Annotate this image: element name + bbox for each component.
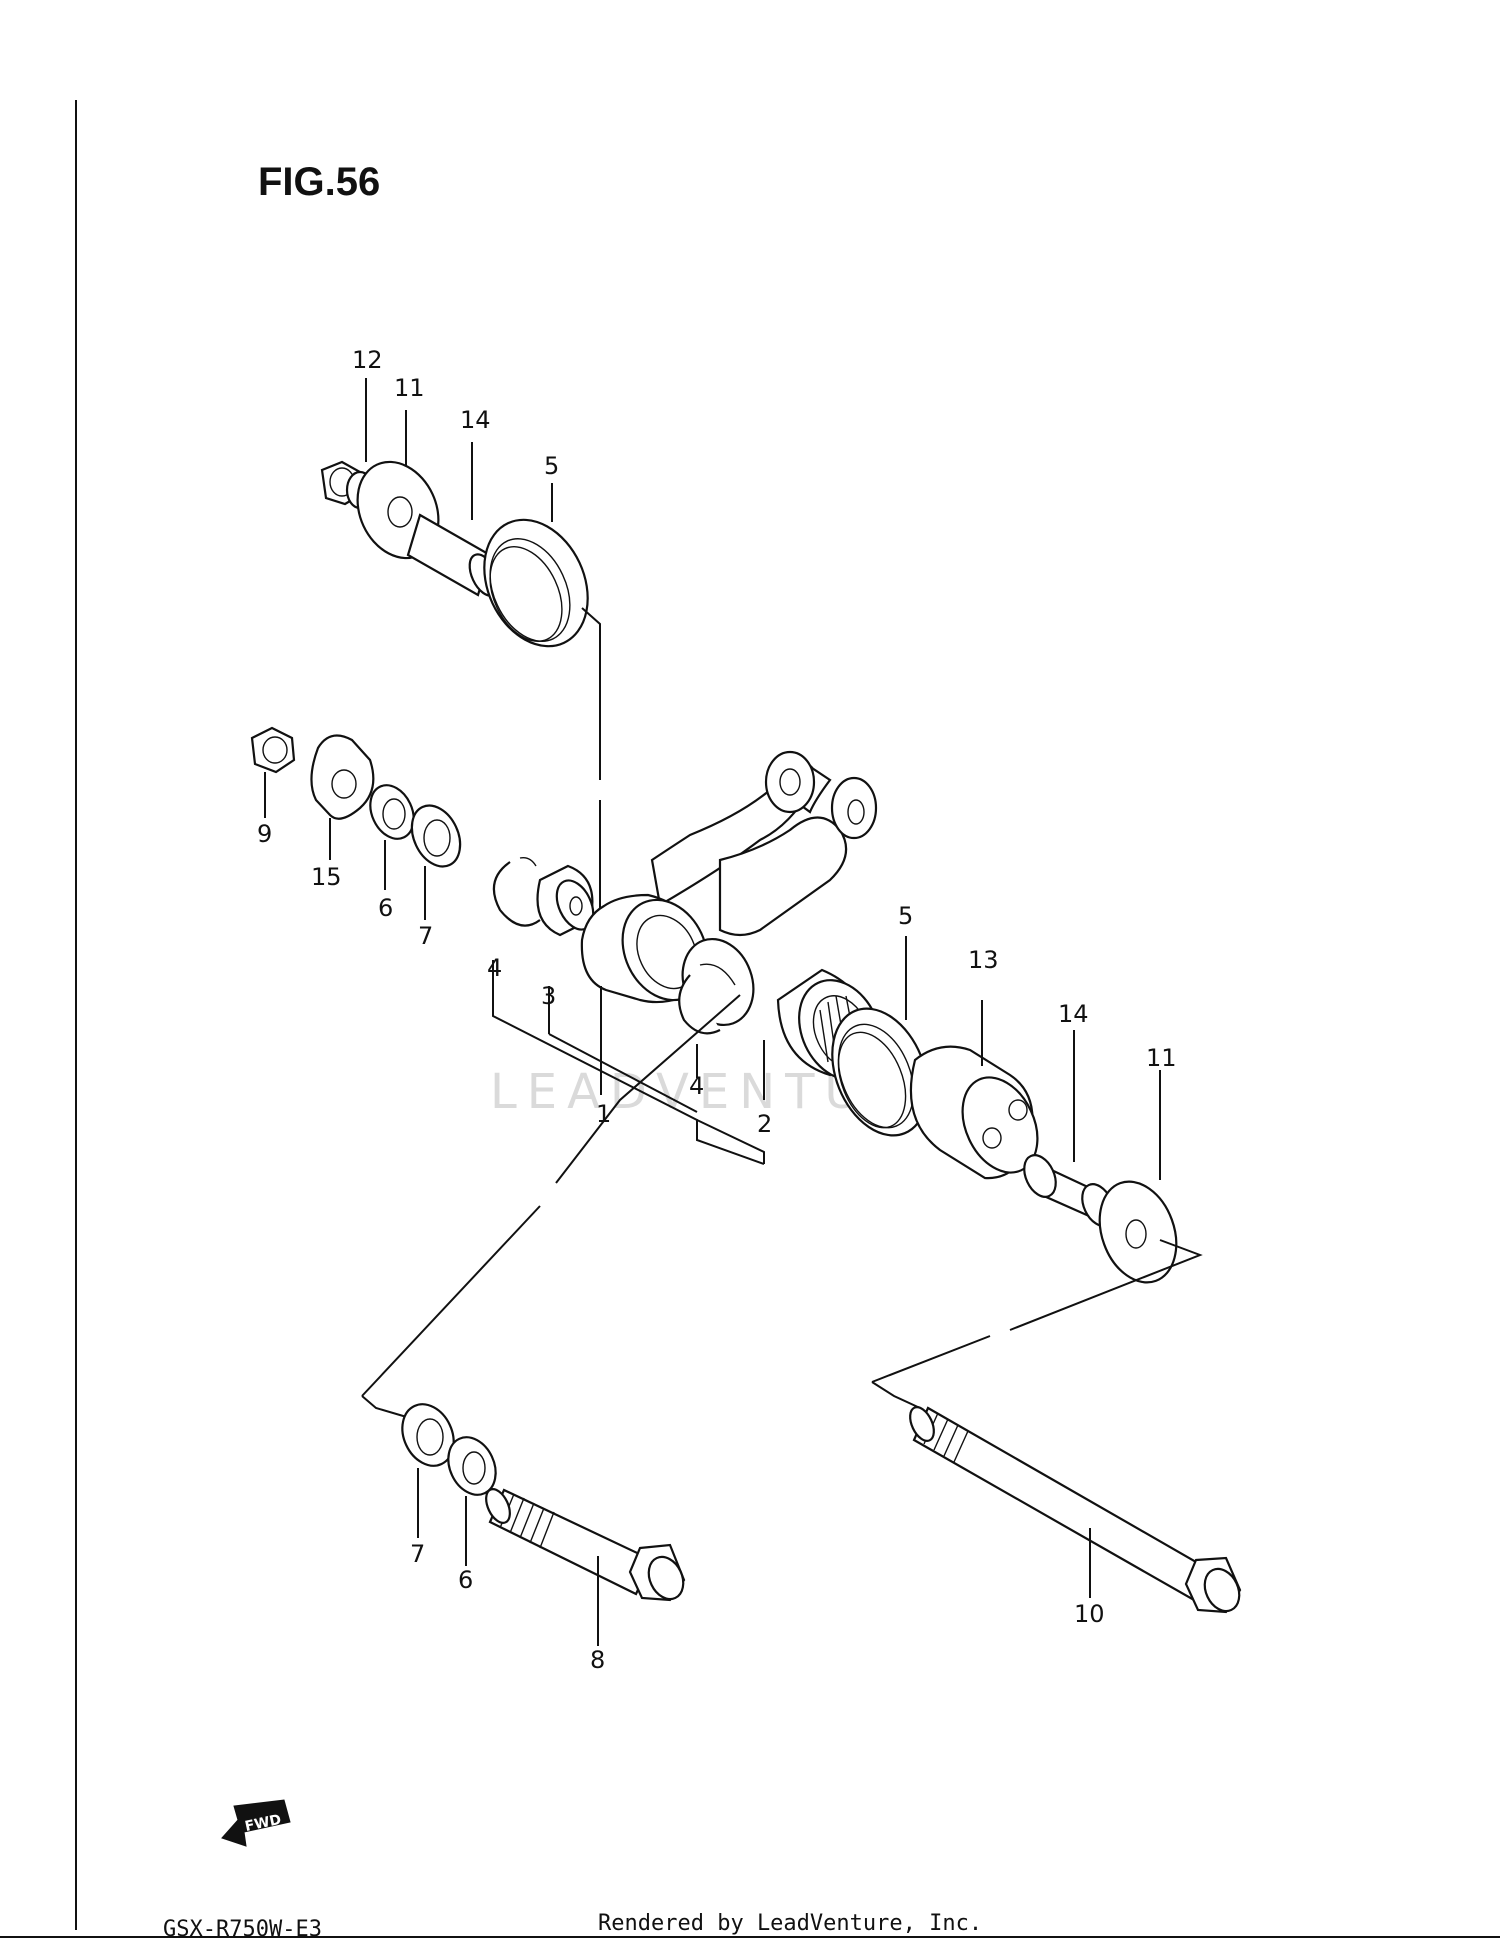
- label-part-2: 2: [757, 1110, 772, 1138]
- label-part-7-upper: 7: [418, 922, 433, 950]
- label-part-6-lower: 6: [458, 1566, 473, 1594]
- label-part-1: 1: [596, 1100, 611, 1128]
- label-part-6-upper: 6: [378, 894, 393, 922]
- bolt-10-icon: [909, 1406, 1242, 1614]
- fwd-arrow-icon: FWD: [221, 1799, 291, 1847]
- circlip-4-inner-icon: [678, 963, 736, 1035]
- part-labels: 12 11 14 5 9 15 6 7 4 3 1 4 2 5 13 14 11…: [257, 346, 1177, 1674]
- bolt-8-icon: [485, 1488, 686, 1602]
- cushion-lever-1-icon: [580, 750, 878, 1027]
- label-part-9: 9: [257, 820, 272, 848]
- label-part-3: 3: [541, 982, 556, 1010]
- label-part-5-right: 5: [898, 902, 913, 930]
- label-part-4-inner: 4: [689, 1072, 704, 1100]
- label-part-13: 13: [968, 946, 999, 974]
- label-part-14-upper: 14: [460, 406, 491, 434]
- washer-7-upper-icon: [410, 804, 462, 868]
- bearing-3-icon: [536, 864, 595, 937]
- label-part-5-upper: 5: [544, 452, 559, 480]
- label-part-11-right: 11: [1146, 1044, 1177, 1072]
- label-part-8: 8: [590, 1646, 605, 1674]
- washer-11-right-icon: [1098, 1180, 1178, 1284]
- label-part-14-right: 14: [1058, 1000, 1089, 1028]
- washer-7-lower-icon: [401, 1403, 455, 1467]
- label-part-12: 12: [352, 346, 383, 374]
- label-part-11-upper: 11: [394, 374, 425, 402]
- rod-bushing-13-icon: [909, 1045, 1039, 1180]
- plate-15-icon: [310, 734, 375, 820]
- footer-rendered-by: Rendered by LeadVenture, Inc.: [598, 1911, 982, 1936]
- fwd-label: FWD: [244, 1812, 283, 1835]
- circlip-4-icon: [492, 856, 541, 927]
- label-part-15: 15: [311, 863, 342, 891]
- label-part-4: 4: [487, 954, 502, 982]
- washer-6-lower-icon: [447, 1436, 497, 1496]
- figure-title: FIG.56: [258, 160, 380, 204]
- washer-6-upper-icon: [369, 784, 415, 840]
- label-part-7-lower: 7: [410, 1540, 425, 1568]
- footer-model-code: GSX-R750W-E3: [163, 1917, 322, 1941]
- dust-seal-5-upper-icon: [483, 518, 589, 648]
- label-part-10: 10: [1074, 1600, 1105, 1628]
- nut-9-icon: [250, 726, 296, 774]
